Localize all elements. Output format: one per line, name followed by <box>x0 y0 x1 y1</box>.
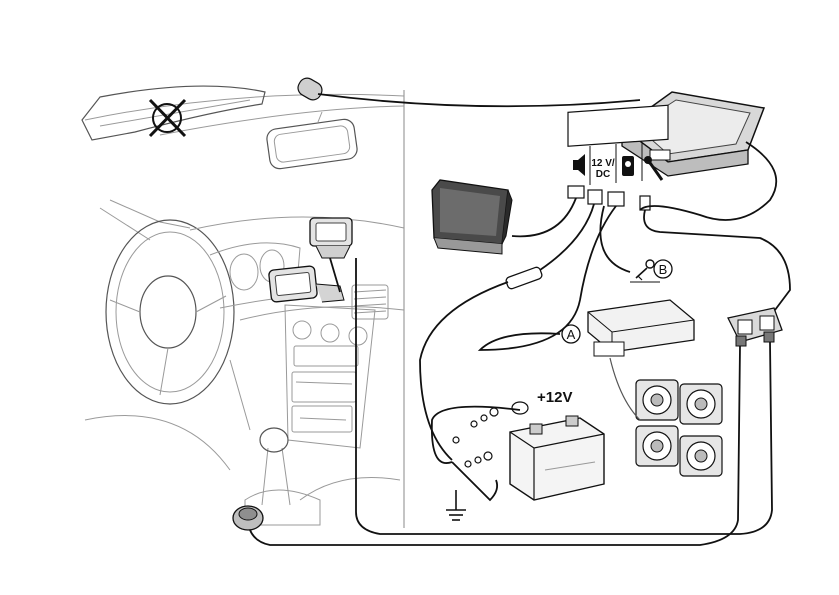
antenna-icon <box>295 75 325 103</box>
speaker-icon <box>573 154 585 176</box>
dual-connector <box>728 308 782 346</box>
connector-plugs <box>568 186 650 210</box>
phone-cradle-device <box>268 266 344 303</box>
car-radio-unit <box>588 300 694 356</box>
remote-icon <box>622 156 634 176</box>
voltage-label: +12V <box>537 389 572 406</box>
car-battery <box>510 416 604 500</box>
inline-fuse <box>505 266 543 290</box>
external-speaker <box>432 180 512 254</box>
dc-label-top: 12 V/ <box>591 158 615 169</box>
marker-a-label: A <box>567 327 576 342</box>
marker-b-label: B <box>659 262 668 277</box>
dashboard-display-device <box>310 218 352 258</box>
ground-symbol-icon <box>446 490 466 520</box>
car-speakers <box>636 380 722 476</box>
floor-unit-icon <box>233 506 263 530</box>
dc-label-bottom: DC <box>596 169 610 180</box>
